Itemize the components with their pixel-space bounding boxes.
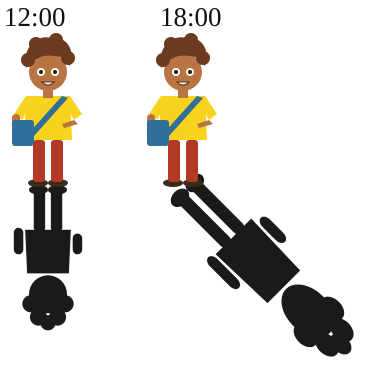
boy-evening: [147, 33, 217, 187]
shadow-noon: [14, 185, 82, 330]
shadow-evening: [155, 158, 376, 379]
boy-noon: [12, 33, 82, 187]
